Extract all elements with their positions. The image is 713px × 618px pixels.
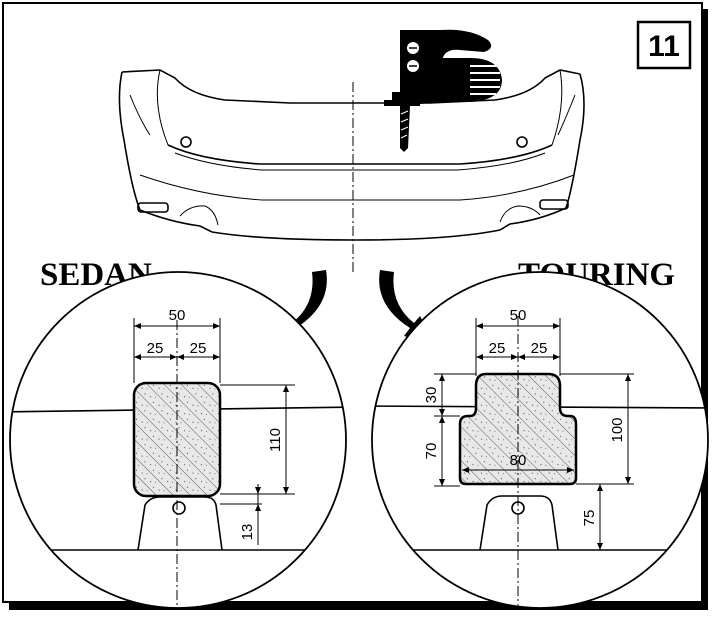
touring-dim-half-left: 25 [489, 340, 506, 357]
touring-dim-overall-height: 100 [609, 417, 626, 442]
sedan-dim-half-right: 25 [190, 340, 207, 357]
sedan-dim-half-left: 25 [147, 340, 164, 357]
step-number: 11 [648, 30, 680, 63]
touring-dim-total-width: 50 [510, 307, 527, 324]
touring-dim-lower-height: 70 [423, 443, 440, 460]
sedan-dim-total-width: 50 [169, 307, 186, 324]
jigsaw-icon [384, 29, 502, 152]
sedan-detail: 50 25 25 110 13 [9, 271, 347, 609]
sedan-dim-gap: 13 [239, 524, 256, 541]
touring-dim-lower-width: 80 [510, 452, 527, 469]
touring-detail: 50 25 25 30 70 100 80 75 [371, 271, 709, 609]
touring-dim-half-right: 25 [531, 340, 548, 357]
touring-dim-top-height: 30 [423, 387, 440, 404]
sedan-dim-height: 110 [267, 428, 284, 452]
rear-bumper [118, 69, 585, 241]
step-number-box: 11 [636, 20, 692, 70]
touring-dim-offset: 75 [581, 510, 598, 527]
